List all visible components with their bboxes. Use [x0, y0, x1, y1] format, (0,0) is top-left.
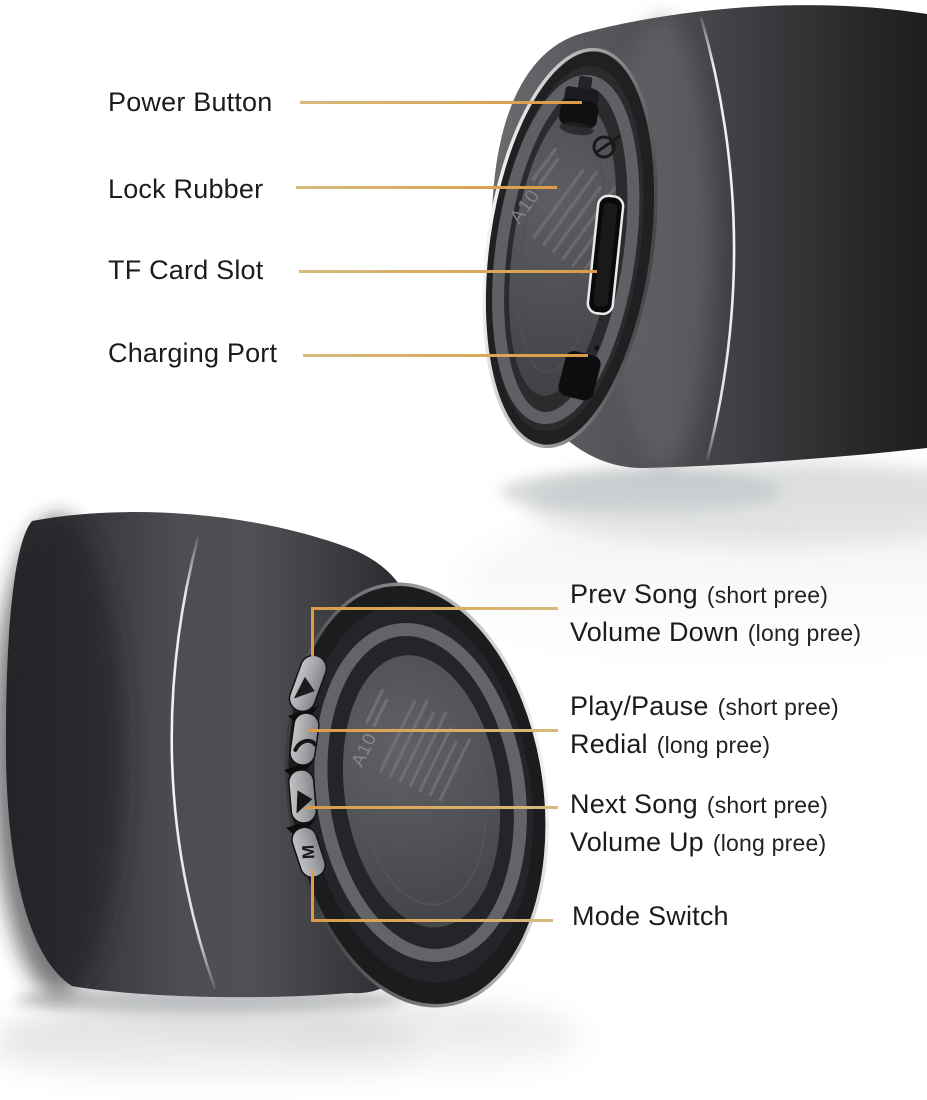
- speaker-top-view: A10: [430, 5, 927, 760]
- callout-line-mode-switch: [311, 919, 553, 922]
- speaker-bottom-view: A10: [0, 512, 600, 1100]
- callout-line-lock-rubber: [296, 186, 557, 189]
- bottom-speaker-seam-highlight: [170, 536, 217, 990]
- next-button: [288, 769, 318, 824]
- mic-hole: [594, 345, 600, 351]
- charging-port: [557, 345, 602, 401]
- callout-label-play-redial: Play/Pause(short pree) Redial(long pree): [570, 691, 839, 759]
- callout-line-charging-port: [303, 354, 588, 357]
- mode-button: M: [291, 826, 327, 879]
- callout-line-prev-song-vertical: [311, 608, 314, 656]
- callout-label-tf-card-slot: TF Card Slot: [108, 255, 264, 285]
- prev-icon: [293, 676, 315, 699]
- callout-label-power-button: Power Button: [108, 87, 273, 117]
- callout-line-tf-card-slot: [299, 270, 597, 273]
- power-switch: [559, 75, 600, 136]
- callout-line-mode-switch-vertical: [311, 869, 314, 922]
- tf-card-slot: [586, 194, 625, 316]
- play-pause-button: [289, 712, 320, 766]
- phone-icon: [293, 738, 318, 752]
- callout-line-prev-song: [311, 607, 558, 610]
- callout-line-power-button: [300, 101, 582, 104]
- callout-line-next-song: [306, 806, 558, 809]
- next-icon: [296, 790, 313, 814]
- prev-button: [288, 654, 328, 713]
- top-speaker-reflection: [430, 460, 927, 760]
- callout-label-mode-switch: Mode Switch: [572, 901, 729, 931]
- callout-line-play-pause: [308, 729, 558, 732]
- callout-label-lock-rubber: Lock Rubber: [108, 174, 264, 204]
- callout-label-next-volume-up: Next Song(short pree) Volume Up(long pre…: [570, 789, 829, 857]
- mode-icon: M: [299, 844, 319, 859]
- top-speaker-seam-highlight: [699, 16, 736, 462]
- bottom-speaker-back-face: A10: [285, 582, 549, 1008]
- callout-label-charging-port: Charging Port: [108, 338, 278, 368]
- callout-label-prev-volume-down: Prev Song(short pree) Volume Down(long p…: [570, 579, 862, 647]
- lock-icon: [592, 134, 622, 159]
